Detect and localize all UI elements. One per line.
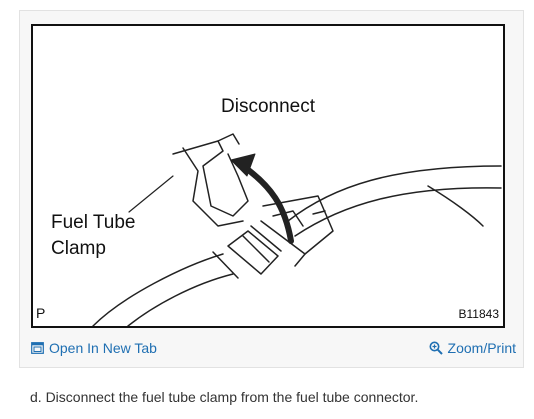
open-tab-icon: [31, 342, 44, 354]
diagram-figure: Disconnect Fuel Tube Clamp P B11843: [31, 24, 505, 328]
magnifier-icon: [429, 341, 443, 355]
zoom-print-link[interactable]: Zoom/Print: [429, 340, 516, 356]
clamp-label-line1: Fuel Tube: [51, 212, 136, 233]
open-in-new-tab-label: Open In New Tab: [49, 340, 157, 356]
corner-letter: P: [36, 305, 46, 321]
step-caption: d. Disconnect the fuel tube clamp from t…: [30, 389, 419, 405]
zoom-print-label: Zoom/Print: [447, 340, 516, 356]
figure-actions-bar: Open In New Tab Zoom/Print: [19, 336, 524, 364]
clamp-label-line2: Clamp: [51, 238, 106, 259]
clamp-callout-label: Fuel Tube Clamp: [51, 210, 136, 262]
figure-id: B11843: [458, 307, 499, 321]
open-in-new-tab-link[interactable]: Open In New Tab: [31, 340, 157, 356]
diagram-title: Disconnect: [221, 96, 315, 117]
fuel-tube-diagram: [92, 133, 502, 326]
